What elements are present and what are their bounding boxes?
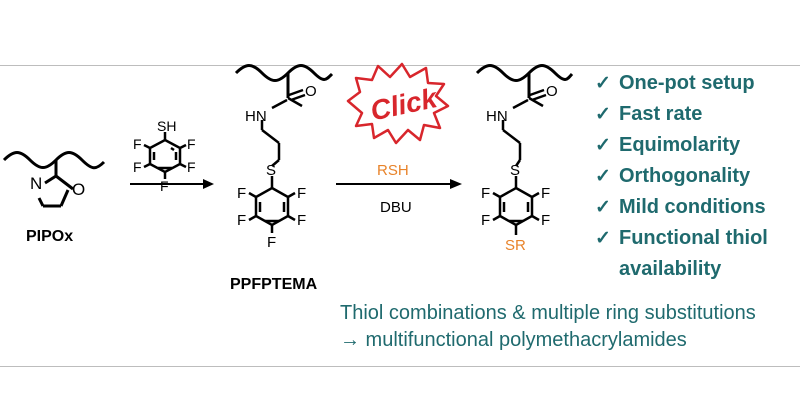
click-base-label: DBU (380, 199, 412, 216)
benefit-item-equimolarity: ✓ Equimolarity (595, 130, 800, 161)
pipox-structure (2, 151, 106, 208)
pipox-n-atom: N (30, 174, 42, 193)
check-icon: ✓ (595, 197, 611, 218)
benefit-item-functional-thiol: ✓ Functional thiol availability (595, 223, 800, 285)
benefit-label: Functional thiol availability (619, 227, 768, 280)
benefit-item-orthogonality: ✓ Orthogonality (595, 161, 800, 192)
ppfptema-backbone (234, 64, 334, 82)
summary-text: Thiol combinations & multiple ring subst… (340, 300, 756, 354)
product-o-atom: O (546, 83, 558, 100)
reagent-f-left-upper: F (133, 136, 142, 152)
check-icon: ✓ (595, 228, 611, 249)
click-reagent-label: RSH (377, 162, 409, 179)
summary-line-2: → multifunctional polymethacrylamides (340, 329, 687, 351)
benefit-label: Fast rate (619, 103, 703, 125)
ppfptema-structure (234, 64, 334, 98)
reagent-f-right-upper: F (187, 136, 196, 152)
product-f-left-lower: F (481, 212, 490, 229)
ppfptema-f-bottom: F (267, 234, 276, 251)
click-burst: Click (346, 62, 450, 145)
ppfptema-hn-atom: HN (245, 108, 267, 125)
product-f-right-lower: F (541, 212, 550, 229)
reagent-f-bottom: F (160, 178, 169, 194)
product-sr-label: SR (505, 237, 526, 254)
benefits-list: ✓ One-pot setup ✓ Fast rate ✓ Equimolari… (595, 68, 800, 285)
check-icon: ✓ (595, 135, 611, 156)
product-f-right-upper: F (541, 185, 550, 202)
benefit-label: Orthogonality (619, 165, 751, 187)
benefit-label: One-pot setup (619, 72, 755, 94)
pipox-o-atom: O (72, 180, 85, 199)
ppfptema-s-atom: S (266, 162, 276, 179)
benefit-label: Equimolarity (619, 134, 741, 156)
ppfptema-o-atom: O (305, 83, 317, 100)
ppfptema-label: PPFPTEMA (230, 276, 318, 293)
benefit-label: Mild conditions (619, 196, 766, 218)
check-icon: ✓ (595, 73, 611, 94)
check-icon: ✓ (595, 166, 611, 187)
reagent-f-right-lower: F (187, 159, 196, 175)
bottom-divider (0, 366, 800, 367)
benefit-item-one-pot: ✓ One-pot setup (595, 68, 800, 99)
pentafluorothiophenol-ring (143, 132, 187, 179)
check-icon: ✓ (595, 104, 611, 125)
product-hn-atom: HN (486, 108, 508, 125)
product-s-atom: S (510, 162, 520, 179)
ppfptema-f-right-upper: F (297, 185, 306, 202)
benefit-item-mild-conditions: ✓ Mild conditions (595, 192, 800, 223)
product-backbone (475, 64, 574, 82)
reaction-arrow-2 (336, 179, 462, 189)
pipox-label: PIPOx (26, 228, 73, 245)
ppfptema-f-right-lower: F (297, 212, 306, 229)
reagent-f-left-lower: F (133, 159, 142, 175)
reagent-sh-label: SH (157, 118, 176, 134)
product-structure (475, 64, 574, 98)
ppfptema-f-left-lower: F (237, 212, 246, 229)
reaction-arrow-1 (130, 179, 214, 189)
pipox-backbone (2, 151, 106, 170)
ppfptema-f-left-upper: F (237, 185, 246, 202)
summary-line-1: Thiol combinations & multiple ring subst… (340, 302, 756, 324)
benefit-item-fast-rate: ✓ Fast rate (595, 99, 800, 130)
product-f-left-upper: F (481, 185, 490, 202)
